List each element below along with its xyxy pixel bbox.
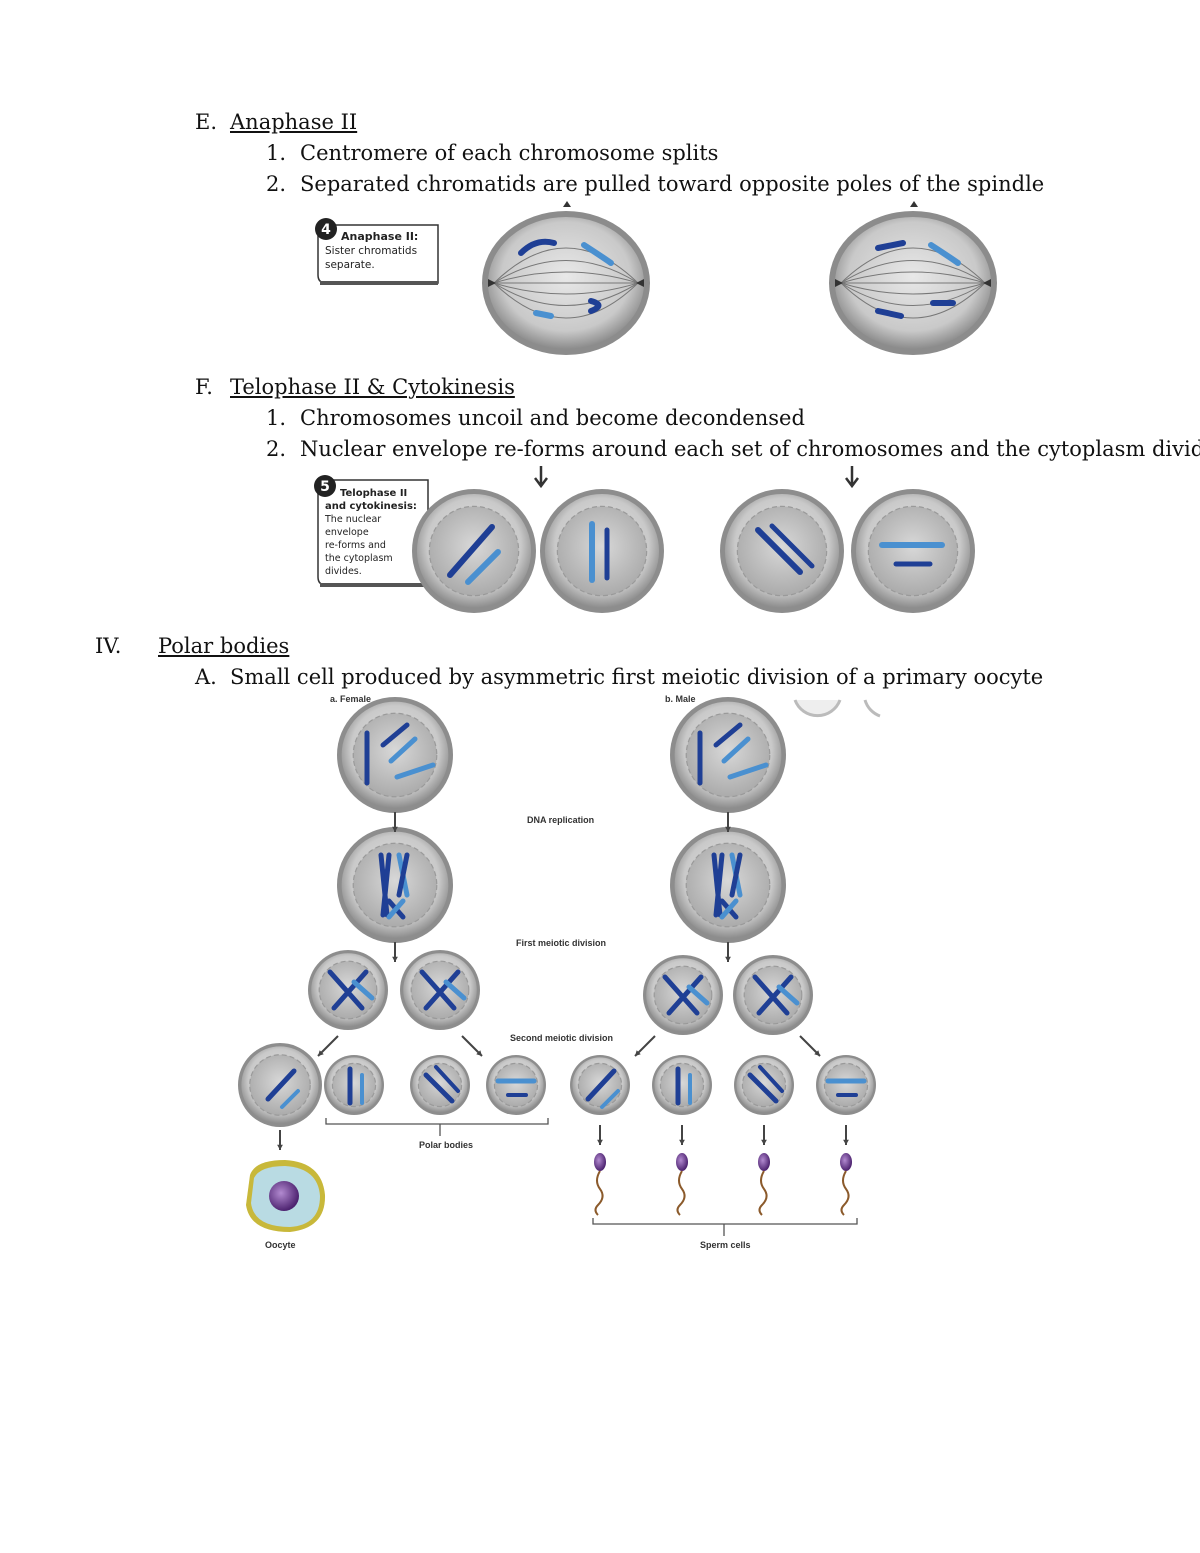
cell xyxy=(652,1055,712,1115)
cell xyxy=(734,1055,794,1115)
cell xyxy=(670,697,786,813)
cell xyxy=(643,955,723,1035)
cropped-icon xyxy=(865,700,880,716)
arrow-icon xyxy=(392,942,398,962)
arrow-icon xyxy=(462,1036,482,1056)
arrow-icon xyxy=(635,1036,655,1056)
cell xyxy=(337,697,453,813)
sperm-cell xyxy=(758,1153,770,1215)
arrow-icon xyxy=(277,1130,283,1150)
cell xyxy=(816,1055,876,1115)
arrow-icon xyxy=(761,1125,767,1145)
sperm-cell xyxy=(594,1153,606,1215)
cell xyxy=(486,1055,546,1115)
sperm-cell xyxy=(840,1153,852,1215)
arrow-icon xyxy=(725,942,731,962)
cropped-icon xyxy=(795,700,840,716)
arrow-icon xyxy=(679,1125,685,1145)
oocyte-cell xyxy=(246,1160,325,1232)
cell xyxy=(324,1055,384,1115)
cell xyxy=(308,950,388,1030)
polar-bodies-bracket xyxy=(326,1118,548,1136)
arrow-icon xyxy=(597,1125,603,1145)
sperm-cell xyxy=(676,1153,688,1215)
cell xyxy=(670,827,786,943)
arrow-icon xyxy=(318,1036,338,1056)
cell xyxy=(238,1043,322,1127)
cell xyxy=(570,1055,630,1115)
arrow-icon xyxy=(800,1036,820,1056)
cell xyxy=(410,1055,470,1115)
cell xyxy=(337,827,453,943)
sperm-bracket xyxy=(593,1218,857,1236)
nucleus xyxy=(269,1181,299,1211)
cell xyxy=(400,950,480,1030)
cell xyxy=(733,955,813,1035)
arrow-icon xyxy=(843,1125,849,1145)
